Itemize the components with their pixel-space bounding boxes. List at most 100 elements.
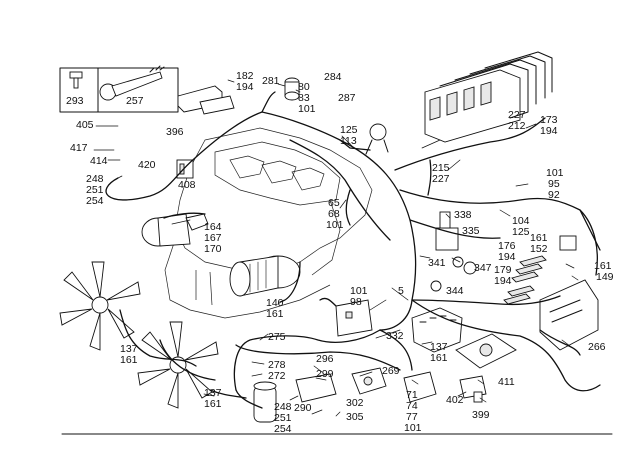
alternator-part <box>229 255 301 297</box>
callout-l194c: 194 <box>498 251 516 263</box>
housing-266 <box>539 279 599 351</box>
callout-l80: 80 <box>298 81 310 93</box>
callout-l140: 140 <box>266 297 284 309</box>
callout-l164: 164 <box>204 221 222 233</box>
callout-l5: 5 <box>398 285 404 297</box>
clip-344 <box>430 280 442 292</box>
callout-l332: 332 <box>386 330 404 342</box>
callout-l194a: 194 <box>236 81 254 93</box>
callout-l296: 296 <box>316 353 334 365</box>
callout-l101e: 101 <box>404 422 422 434</box>
callout-l275: 275 <box>268 331 286 343</box>
callout-l302: 302 <box>346 397 364 409</box>
starter-part <box>141 213 209 247</box>
callout-l194b: 194 <box>540 125 558 137</box>
ecu-stack <box>424 51 553 143</box>
callout-l402: 402 <box>446 394 464 406</box>
callout-l417: 417 <box>70 142 88 154</box>
knob-341 <box>452 256 477 275</box>
callout-l257: 257 <box>126 95 144 107</box>
valve-block-332 <box>411 307 463 353</box>
callout-l182: 182 <box>236 70 254 82</box>
callout-l161a: 161 <box>530 232 548 244</box>
callout-l266: 266 <box>588 341 606 353</box>
callout-l278: 278 <box>268 359 286 371</box>
bolt-part <box>69 71 83 89</box>
callout-l161e: 161 <box>120 354 138 366</box>
bracket-290 <box>295 373 337 403</box>
callout-l101d: 101 <box>350 285 368 297</box>
callout-l269: 269 <box>382 365 400 377</box>
callout-labels: 293 257 182 194 281 80 83 101 284 287 40… <box>66 70 614 435</box>
callout-l420: 420 <box>138 159 156 171</box>
callout-l83: 83 <box>298 92 310 104</box>
callout-l411: 411 <box>498 376 515 388</box>
callout-l396: 396 <box>166 126 184 138</box>
callout-l251b: 251 <box>274 412 292 424</box>
callout-l101c: 101 <box>326 219 344 231</box>
actuator-71 <box>403 371 437 403</box>
bracket-402 <box>459 375 487 403</box>
callout-l161d: 161 <box>430 352 448 364</box>
relay-stack-176 <box>503 255 547 305</box>
callout-l113: 113 <box>340 135 357 147</box>
wiring-harness <box>105 91 601 409</box>
callout-l65: 65 <box>328 197 340 209</box>
callout-l293: 293 <box>66 95 84 107</box>
callout-l212: 212 <box>508 120 526 132</box>
callout-l101b: 101 <box>546 167 564 179</box>
callout-l335: 335 <box>462 225 480 237</box>
callout-l272: 272 <box>268 370 286 382</box>
callout-l77: 77 <box>406 411 418 423</box>
callout-l161b: 161 <box>594 260 612 272</box>
callout-l251a: 251 <box>86 184 104 196</box>
callout-l227b: 227 <box>432 173 450 185</box>
callout-l137b: 137 <box>120 343 138 355</box>
callout-l167: 167 <box>204 232 222 244</box>
callout-l408: 408 <box>178 179 196 191</box>
callout-l125b: 125 <box>512 226 530 238</box>
callout-l104: 104 <box>512 215 530 227</box>
inset-box <box>59 65 179 113</box>
sensor-269 <box>351 367 387 395</box>
callout-l194d: 194 <box>494 275 512 287</box>
callout-l405: 405 <box>76 119 94 131</box>
callout-l137c: 137 <box>204 387 222 399</box>
callout-l344: 344 <box>446 285 464 297</box>
callout-l341: 341 <box>428 257 446 269</box>
callout-l248b: 248 <box>274 401 292 413</box>
callout-l215: 215 <box>432 162 450 174</box>
callout-l287: 287 <box>338 92 356 104</box>
callout-l305: 305 <box>346 411 364 423</box>
module-182 <box>177 85 235 115</box>
sensor-125 <box>365 123 389 155</box>
callout-l152: 152 <box>530 243 548 255</box>
ignition-coil-248 <box>253 381 277 423</box>
callout-l347: 347 <box>474 262 492 274</box>
callout-l125a: 125 <box>340 124 358 136</box>
callout-l179: 179 <box>494 264 512 276</box>
callout-l170: 170 <box>204 243 222 255</box>
callout-l98: 98 <box>350 296 362 308</box>
callout-l338: 338 <box>454 209 472 221</box>
callout-l290: 290 <box>294 402 312 414</box>
callout-l248a: 248 <box>86 173 104 185</box>
callout-l299: 299 <box>316 368 334 380</box>
callout-l227a: 227 <box>508 109 526 121</box>
control-unit-98 <box>335 299 373 337</box>
callout-l161f: 161 <box>204 398 222 410</box>
sensor-part <box>99 65 165 101</box>
callout-l95: 95 <box>548 178 560 190</box>
relay-408 <box>176 159 194 179</box>
callout-l68: 68 <box>328 208 340 220</box>
callout-l101a: 101 <box>298 103 316 115</box>
fan-left <box>59 261 141 351</box>
callout-l161c: 161 <box>266 308 284 320</box>
callout-l176: 176 <box>498 240 516 252</box>
callout-l284: 284 <box>324 71 342 83</box>
leader-lines <box>93 79 579 417</box>
callout-l92: 92 <box>548 189 560 201</box>
callout-l149: 149 <box>596 271 614 283</box>
callout-l414: 414 <box>90 155 108 167</box>
